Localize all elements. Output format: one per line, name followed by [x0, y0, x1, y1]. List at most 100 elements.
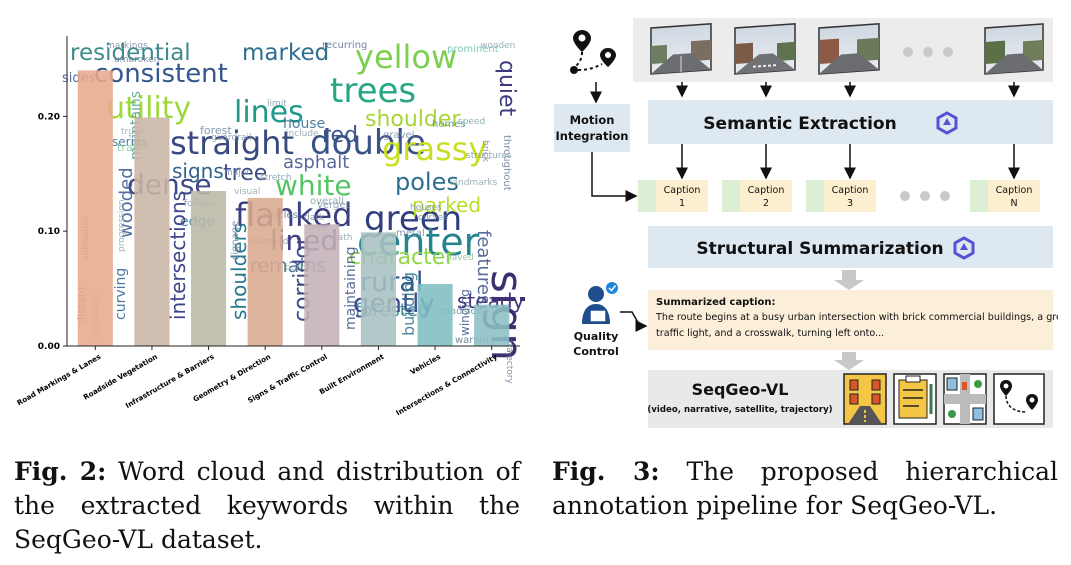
word-cloud-word: shoulder	[365, 107, 461, 132]
word-cloud-word: truck	[121, 127, 145, 137]
word-cloud-word: residential	[70, 40, 191, 66]
word-cloud-word: yellow	[355, 38, 457, 76]
word-cloud-word: curves	[418, 213, 448, 223]
word-cloud-word: maintaining	[343, 247, 359, 330]
caption-3-number: 3	[847, 198, 853, 209]
trajectory-icon	[570, 30, 616, 74]
word-cloud-word: verges	[317, 200, 351, 211]
quality-control-label-line1: Quality	[574, 330, 619, 343]
word-cloud-word: stretch	[260, 173, 291, 183]
word-cloud-word: overall	[310, 196, 344, 207]
bar	[417, 284, 453, 346]
motion-integration-box	[554, 104, 630, 152]
quality-control-arrow	[620, 311, 648, 332]
quality-control-label-line2: Control	[573, 345, 618, 358]
summarized-caption-box	[648, 290, 1053, 350]
figure-2: residentialmarkedyellowconsistentsidestr…	[15, 36, 530, 417]
word-cloud-word: tree	[223, 161, 267, 186]
caption-box-n: Caption N	[970, 180, 1040, 212]
y-tick-label: 0.00	[38, 342, 60, 352]
caption-2-title: Caption	[748, 185, 785, 196]
bar	[360, 232, 396, 346]
word-cloud-word: structures	[466, 151, 512, 161]
bar	[304, 224, 340, 346]
word-cloud-word: dark	[304, 213, 325, 223]
word-cloud-word: landmarks	[450, 178, 498, 188]
figure-3: Motion Integration Semantic Extraction C…	[554, 18, 1058, 428]
word-cloud-word: major	[224, 168, 250, 178]
summarized-caption-text-line2: traffic light, and a crosswalk, turning …	[656, 328, 884, 339]
word-cloud-word: curving	[113, 268, 129, 320]
caption-n-title: Caption	[996, 185, 1033, 196]
word-cloud-word: prominent	[447, 44, 499, 55]
ellipsis-dots	[903, 47, 953, 57]
y-tick-label: 0.20	[38, 112, 60, 122]
word-cloud-word: signage	[230, 221, 241, 260]
word-cloud-word: double	[310, 123, 426, 163]
video-icon	[843, 373, 887, 425]
word-cloud-word: features	[473, 230, 494, 304]
word-cloud-word: limit	[267, 99, 287, 109]
word-cloud-word: lines	[234, 95, 304, 130]
street-view-frame-3	[818, 23, 880, 75]
word-cloud-word: visual	[234, 187, 260, 197]
caption-ellipsis	[900, 191, 950, 201]
word-cloud-word: winding	[458, 289, 472, 336]
word-cloud-word: throughout	[501, 135, 512, 191]
word-cloud-word: umbroken	[114, 55, 159, 65]
word-cloud-word: wooded	[116, 167, 137, 238]
word-cloud-word: progression	[117, 199, 127, 252]
word-cloud-word: parked	[412, 193, 481, 217]
word-cloud-word: forest	[200, 124, 232, 137]
satellite-map-icon	[943, 373, 987, 425]
word-cloud-word: include	[286, 129, 319, 139]
street-view-frame-2	[734, 23, 796, 75]
motion-integration-label-line2: Integration	[556, 129, 629, 143]
caption-3-title: Caption	[832, 185, 869, 196]
word-cloud-word: wooden	[480, 41, 515, 51]
caption-1-title: Caption	[664, 185, 701, 196]
street-view-frame-n	[984, 23, 1044, 75]
word-cloud-word: roadside	[440, 306, 483, 317]
word-cloud-word: consistent	[94, 59, 228, 89]
word-cloud-word: speed	[458, 117, 485, 127]
word-cloud-word: asphalt	[283, 152, 349, 173]
bar	[474, 304, 510, 346]
figure-2-caption-label: Fig. 2:	[14, 457, 107, 486]
word-cloud-word: grassy	[382, 130, 487, 168]
word-cloud-word: paved	[446, 253, 474, 263]
word-cloud-word: white	[275, 169, 352, 202]
word-cloud-word: brick	[480, 140, 490, 163]
word-cloud-word: poles	[395, 168, 459, 196]
word-cloud-word: path	[332, 233, 352, 243]
word-cloud-word: signs	[172, 159, 224, 183]
semantic-extraction-label: Semantic Extraction	[703, 114, 896, 134]
figure-3-caption: Fig. 3: The proposed hierarchical annota…	[552, 455, 1058, 523]
word-cloud-word: houses	[410, 203, 442, 213]
grey-down-arrow-2	[834, 352, 864, 370]
bar-series	[77, 70, 510, 346]
word-cloud-word: recurring	[322, 40, 367, 51]
y-tick-label: 0.10	[38, 227, 60, 237]
caption-2-number: 2	[763, 198, 769, 209]
word-cloud-word: intersections	[166, 191, 190, 320]
figure-3-caption-label: Fig. 3:	[552, 457, 660, 486]
word-cloud-word: building	[399, 272, 418, 336]
dataset-subtitle: (video, narrative, satellite, trajectory…	[647, 405, 832, 415]
word-cloud-word: straight	[170, 124, 294, 162]
caption-n-number: N	[1010, 198, 1017, 209]
bar	[134, 117, 170, 346]
dataset-title: SeqGeo-VL	[692, 380, 789, 399]
x-tick-label: Vehicles	[409, 352, 443, 377]
x-tick-label: Intersections & Connectivity	[394, 352, 499, 418]
bar	[247, 197, 283, 346]
structural-summarization-band	[648, 226, 1053, 268]
word-cloud-word: homes	[432, 119, 466, 130]
caption-box-2: Caption 2	[722, 180, 792, 212]
word-cloud-word: markings	[106, 41, 148, 51]
semantic-extraction-band	[648, 100, 1053, 144]
motion-integration-label-line1: Motion	[570, 113, 615, 127]
narrative-icon	[893, 373, 937, 425]
bar	[191, 191, 227, 346]
